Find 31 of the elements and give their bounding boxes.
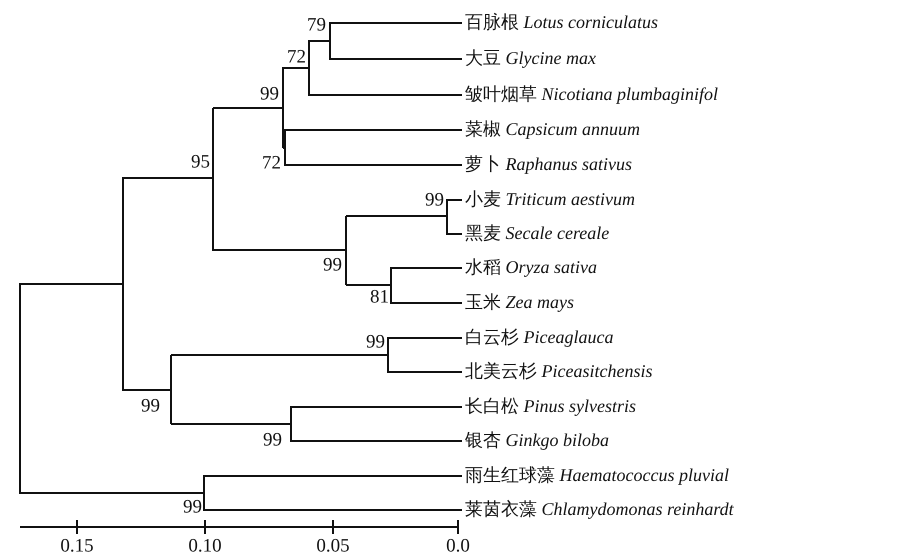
species-label: 小麦 Triticum aestivum — [465, 190, 635, 210]
species-label: 雨生红球藻 Haematococcus pluvial — [465, 466, 729, 486]
bootstrap-value: 72 — [262, 154, 281, 174]
bootstrap-value: 99 — [366, 332, 385, 354]
bootstrap-value: 72 — [287, 48, 306, 68]
bootstrap-value: 81 — [370, 288, 389, 308]
species-label: 白云杉 Piceaglauca — [465, 328, 614, 348]
bootstrap-value: 99 — [263, 430, 282, 452]
bootstrap-value: 99 — [183, 498, 202, 518]
species-label: 大豆 Glycine max — [465, 49, 596, 69]
axis-tick-label: 0.0 — [446, 536, 470, 558]
species-label: 皱叶烟草 Nicotiana plumbaginifol — [465, 85, 718, 105]
species-label: 百脉根 Lotus corniculatus — [465, 13, 658, 33]
bootstrap-value: 99 — [425, 190, 444, 212]
species-label: 黑麦 Secale cereale — [465, 224, 610, 244]
axis-tick-label: 0.05 — [316, 536, 350, 558]
bootstrap-value: 99 — [260, 84, 279, 106]
bootstrap-value: 99 — [323, 256, 342, 276]
species-label: 玉米 Zea mays — [465, 293, 574, 313]
species-label: 北美云杉 Piceasitchensis — [465, 362, 652, 382]
bootstrap-value: 95 — [191, 152, 210, 174]
species-label: 菜椒 Capsicum annuum — [465, 120, 640, 140]
species-label: 长白松 Pinus sylvestris — [465, 397, 636, 417]
bootstrap-value: 99 — [141, 396, 160, 418]
species-label: 萝卜 Raphanus sativus — [465, 155, 632, 175]
axis-tick-label: 0.10 — [188, 536, 222, 558]
species-label: 水稻 Oryza sativa — [465, 258, 597, 278]
bootstrap-value: 79 — [307, 16, 326, 36]
axis-tick-label: 0.15 — [60, 536, 94, 558]
species-label: 莱茵衣藻 Chlamydomonas reinhardt — [465, 500, 734, 520]
species-label: 银杏 Ginkgo biloba — [465, 431, 609, 451]
